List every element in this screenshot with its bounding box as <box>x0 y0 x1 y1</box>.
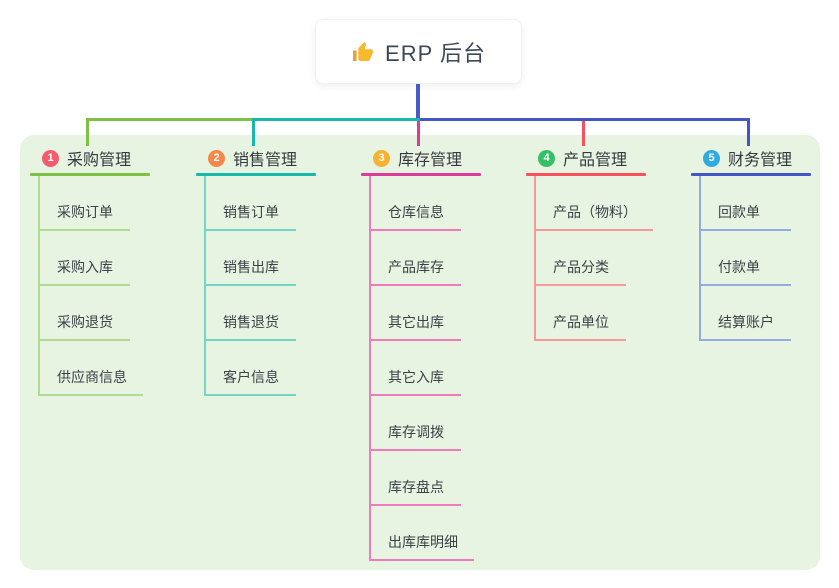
mindmap-branch: 4 产品管理 产品（物料） 产品分类产品单位 <box>526 143 653 341</box>
mindmap-child-node[interactable]: 库存调拨 <box>369 396 461 451</box>
connector-drop-1 <box>86 121 89 146</box>
mindmap-child-node[interactable]: 销售退货 <box>204 286 296 341</box>
connector-drop-4 <box>582 121 585 146</box>
mindmap-child-node[interactable]: 出库库明细 <box>369 506 474 561</box>
mindmap-child-node[interactable]: 产品（物料） <box>534 176 653 231</box>
thumbs-up-icon <box>351 40 375 64</box>
child-node-label: 产品单位 <box>553 314 609 330</box>
mindmap-branch: 3 库存管理 仓库信息产品库存其它出库其它入库库存调拨库存盘点出库库明细 <box>361 143 481 561</box>
mindmap-child-node[interactable]: 客户信息 <box>204 341 296 396</box>
mindmap-branch: 2 销售管理 销售订单销售出库销售退货客户信息 <box>196 143 316 396</box>
connector-horizontal-left-1 <box>86 118 252 121</box>
branch-number-badge: 1 <box>42 149 59 167</box>
branch-label: 财务管理 <box>728 152 793 169</box>
branch-child-connector <box>38 176 40 396</box>
branch-node[interactable]: 4 产品管理 <box>526 143 646 173</box>
branch-children: 产品（物料） 产品分类产品单位 <box>526 176 653 341</box>
mindmap-child-node[interactable]: 产品单位 <box>534 286 626 341</box>
branch-children: 采购订单采购入库采购退货供应商信息 <box>30 176 150 396</box>
mindmap-child-node[interactable]: 销售出库 <box>204 231 296 286</box>
connector-drop-5 <box>747 121 750 146</box>
mindmap-child-node[interactable]: 采购入库 <box>38 231 130 286</box>
branch-number-badge: 4 <box>538 149 555 167</box>
branch-underline <box>196 173 316 176</box>
child-node-label: 付款单 <box>718 259 760 275</box>
branch-underline <box>526 173 646 176</box>
child-node-label: 采购退货 <box>57 314 113 330</box>
branch-number-badge: 2 <box>208 149 225 167</box>
child-node-label: 结算账户 <box>718 314 774 330</box>
child-node-label: 销售退货 <box>223 314 279 330</box>
child-node-label: 客户信息 <box>223 369 279 385</box>
mindmap-branch: 5 财务管理 回款单付款单结算账户 <box>691 143 811 341</box>
mindmap-child-node[interactable]: 仓库信息 <box>369 176 461 231</box>
child-node-label: 采购入库 <box>57 259 113 275</box>
child-node-label: 回款单 <box>718 204 760 220</box>
mindmap-child-node[interactable]: 付款单 <box>699 231 791 286</box>
branch-number-badge: 3 <box>373 149 390 167</box>
branch-child-connector <box>534 176 536 341</box>
branch-child-connector <box>699 176 701 341</box>
child-node-label: 库存盘点 <box>388 479 444 495</box>
branches-panel <box>20 135 820 570</box>
branch-node[interactable]: 5 财务管理 <box>691 143 811 173</box>
connector-drop-3 <box>417 121 420 146</box>
child-node-label: 采购订单 <box>57 204 113 220</box>
mindmap-child-node[interactable]: 采购退货 <box>38 286 130 341</box>
branch-label: 库存管理 <box>398 152 463 169</box>
child-node-label: 仓库信息 <box>388 204 444 220</box>
child-node-label: 产品分类 <box>553 259 609 275</box>
branch-underline <box>30 173 150 176</box>
branch-child-connector <box>204 176 206 396</box>
branch-children: 仓库信息产品库存其它出库其它入库库存调拨库存盘点出库库明细 <box>361 176 481 561</box>
branch-node[interactable]: 3 库存管理 <box>361 143 481 173</box>
mindmap-child-node[interactable]: 其它出库 <box>369 286 461 341</box>
child-node-label: 销售订单 <box>223 204 279 220</box>
mindmap-child-node[interactable]: 其它入库 <box>369 341 461 396</box>
child-node-label: 其它入库 <box>388 369 444 385</box>
connector-horizontal-left-2 <box>252 118 420 121</box>
branch-underline <box>361 173 481 176</box>
connector-horizontal-right <box>420 118 750 121</box>
branch-node[interactable]: 2 销售管理 <box>196 143 316 173</box>
mindmap-child-node[interactable]: 产品库存 <box>369 231 461 286</box>
mindmap-root-node[interactable]: ERP 后台 <box>315 19 522 84</box>
branch-child-connector <box>369 176 371 561</box>
mindmap-child-node[interactable]: 供应商信息 <box>38 341 143 396</box>
branch-underline <box>691 173 811 176</box>
branch-label: 销售管理 <box>233 152 298 169</box>
mindmap-child-node[interactable]: 结算账户 <box>699 286 791 341</box>
branch-node[interactable]: 1 采购管理 <box>30 143 150 173</box>
child-node-label: 产品库存 <box>388 259 444 275</box>
child-node-label: 销售出库 <box>223 259 279 275</box>
branch-label: 采购管理 <box>67 152 132 169</box>
child-node-label: 其它出库 <box>388 314 444 330</box>
branch-label: 产品管理 <box>563 152 628 169</box>
connector-root-drop <box>416 84 420 118</box>
mindmap-child-node[interactable]: 产品分类 <box>534 231 626 286</box>
connector-drop-2 <box>252 121 255 146</box>
mindmap-child-node[interactable]: 销售订单 <box>204 176 296 231</box>
child-node-label: 出库库明细 <box>388 534 458 550</box>
child-node-label: 供应商信息 <box>57 369 127 385</box>
mindmap-child-node[interactable]: 库存盘点 <box>369 451 461 506</box>
branch-children: 回款单付款单结算账户 <box>691 176 811 341</box>
child-node-label: 库存调拨 <box>388 424 444 440</box>
root-node-label: ERP 后台 <box>385 40 486 66</box>
branch-number-badge: 5 <box>703 149 720 167</box>
child-node-label: 产品（物料） <box>553 204 637 220</box>
mindmap-child-node[interactable]: 回款单 <box>699 176 791 231</box>
mindmap-branch: 1 采购管理 采购订单采购入库采购退货供应商信息 <box>30 143 150 396</box>
branch-children: 销售订单销售出库销售退货客户信息 <box>196 176 316 396</box>
mindmap-child-node[interactable]: 采购订单 <box>38 176 130 231</box>
